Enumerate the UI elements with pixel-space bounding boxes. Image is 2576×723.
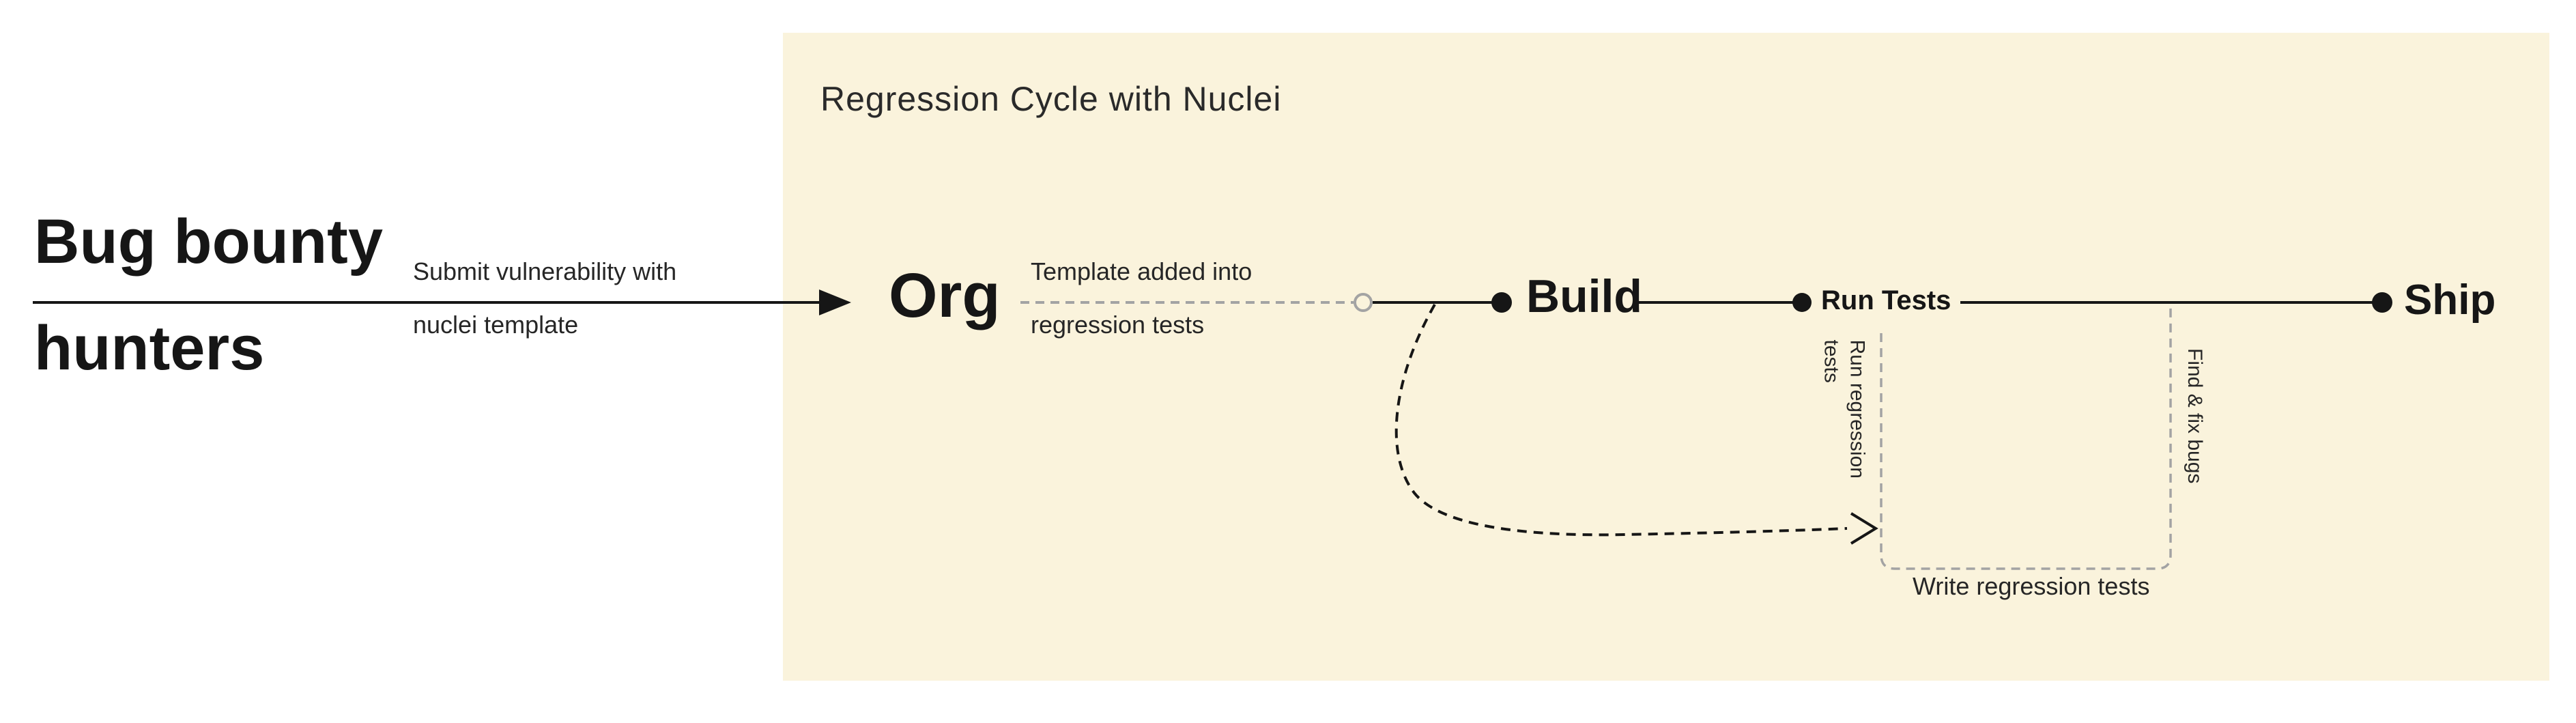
panel-title: Regression Cycle with Nuclei [820, 80, 1282, 118]
node-run-tests: Run Tests [1821, 285, 1951, 315]
build-node-dot-icon [1491, 292, 1512, 313]
regression-cycle-panel [783, 33, 2549, 681]
submit-label-line2: nuclei template [413, 311, 579, 339]
pipeline-start-circle-icon [1354, 293, 1373, 312]
run-tests-node-dot-icon [1792, 293, 1812, 312]
submit-arrowhead-icon [819, 289, 851, 315]
node-build: Build [1526, 270, 1642, 322]
template-label-line1: Template added into [1031, 257, 1253, 285]
loop-arrowhead-icon [1850, 512, 1878, 545]
run-regression-tests-vertical-label: Run regression tests [1820, 339, 1869, 479]
ship-node-dot-icon [2372, 292, 2392, 313]
write-regression-tests-label: Write regression tests [1913, 572, 2150, 600]
submit-label-line1: Submit vulnerability with [413, 257, 677, 285]
regression-loop-bracket [1880, 307, 2172, 570]
template-label-line2: regression tests [1031, 311, 1205, 339]
node-org: Org [889, 261, 1001, 330]
actor-bug-bounty-line2: hunters [34, 313, 265, 383]
build-to-loop-dashed-curve [1394, 304, 1848, 537]
find-fix-bugs-vertical-label: Find & fix bugs [2184, 348, 2206, 484]
node-ship: Ship [2404, 277, 2496, 324]
actor-bug-bounty-line1: Bug bounty [34, 207, 383, 277]
